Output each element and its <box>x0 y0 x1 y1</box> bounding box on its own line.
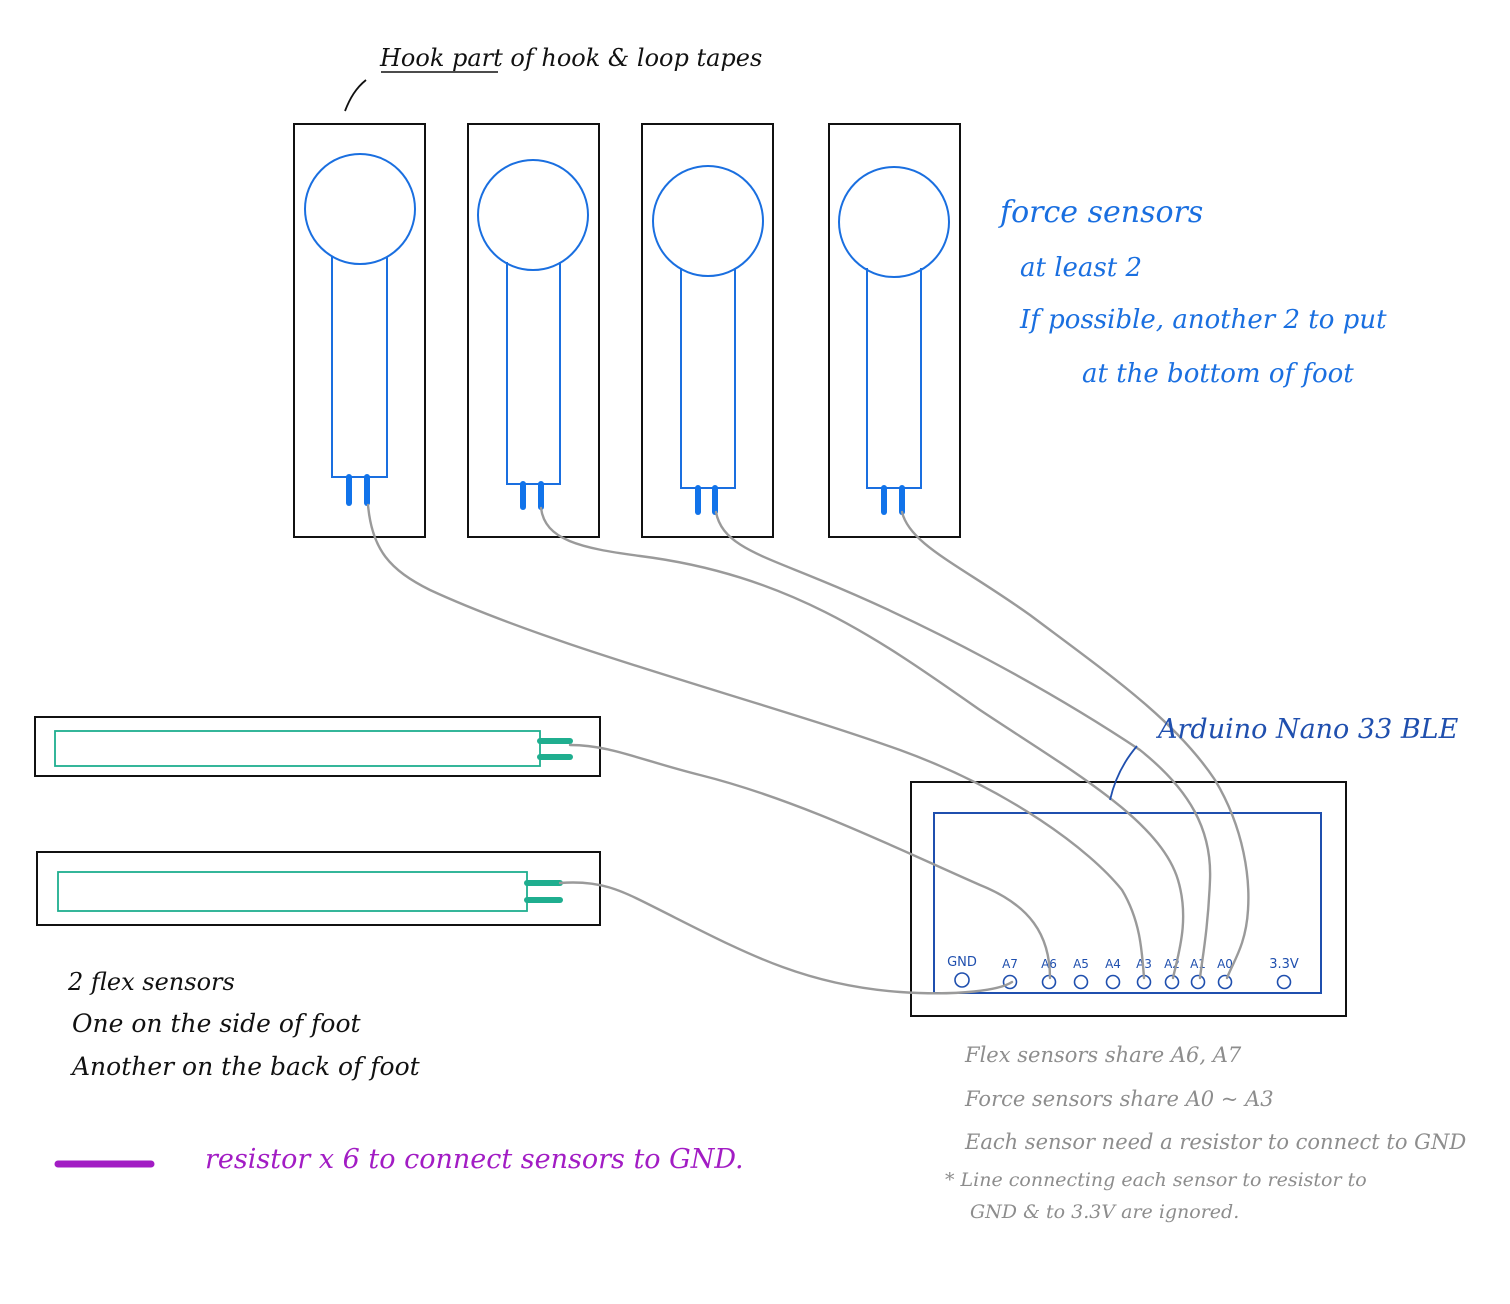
flex-sensors-note-3: Another on the back of foot <box>70 1052 421 1081</box>
pin-gnd-hole <box>954 972 970 988</box>
force-sensor-2 <box>467 123 600 538</box>
force-sensor-1-tail <box>331 257 388 478</box>
wiring-note-3: Each sensor need a resistor to connect t… <box>964 1130 1466 1154</box>
force-sensor-3-pad <box>652 165 764 277</box>
force-sensor-3-tape <box>641 123 774 538</box>
force-sensor-3-tail <box>680 268 736 489</box>
wiring-note-5: GND & to 3.3V are ignored. <box>970 1201 1239 1223</box>
force-sensor-4 <box>828 123 961 538</box>
pin-header <box>954 972 1292 990</box>
force-sensor-2-tail <box>506 262 561 485</box>
force-sensor-1-pad <box>304 153 416 265</box>
force-sensor-4-pad <box>838 166 950 278</box>
wiring-note-2: Force sensors share A0 ~ A3 <box>964 1087 1274 1111</box>
pin-a1-hole <box>1190 974 1206 990</box>
arduino-board-inner <box>933 812 1322 994</box>
flex-sensors-note-1: 2 flex sensors <box>67 968 235 996</box>
wire-force-4-to-a0 <box>900 510 1250 980</box>
pin-a4-label: A4 <box>1105 957 1121 971</box>
force-sensor-4-tail <box>866 268 922 489</box>
pin-a2-hole <box>1164 974 1180 990</box>
wire-force-2-to-a2 <box>539 506 1185 980</box>
force-sensors-note-3: at the bottom of foot <box>1082 359 1354 389</box>
pin-a4-hole <box>1105 974 1121 990</box>
flex-sensor-2-tape <box>36 851 601 926</box>
force-sensors-note-2: If possible, another 2 to put <box>1019 305 1387 335</box>
force-sensors-title: force sensors <box>998 195 1203 230</box>
pin-a0-hole <box>1217 974 1233 990</box>
wiring-note-4: * Line connecting each sensor to resisto… <box>945 1169 1367 1191</box>
hook-tape-label: Hook part of hook & loop tapes <box>379 44 762 72</box>
force-sensor-1-tape <box>293 123 426 538</box>
force-sensor-3 <box>641 123 774 538</box>
flex-sensor-1-tape <box>34 716 601 777</box>
force-sensor-4-tape <box>828 123 961 538</box>
resistor-legend-label: resistor x 6 to connect sensors to GND. <box>205 1144 744 1175</box>
flex-sensor-1 <box>34 716 601 777</box>
pin-33v-label: 3.3V <box>1269 957 1299 972</box>
arduino-board-outer <box>910 781 1347 1017</box>
wires <box>366 503 1250 995</box>
flex-sensor-2 <box>36 851 601 926</box>
pin-33v-hole <box>1276 974 1292 990</box>
force-sensor-2-tape <box>467 123 600 538</box>
wire-flex-2-to-a7 <box>558 881 1014 995</box>
board-title: Arduino Nano 33 BLE <box>1155 714 1459 745</box>
force-sensor-1 <box>293 123 426 538</box>
flex-sensor-1-strip <box>54 730 541 767</box>
wire-force-1-to-a3 <box>366 503 1146 980</box>
force-sensor-2-pad <box>477 159 589 271</box>
pin-a5-label: A5 <box>1073 957 1089 971</box>
force-sensors-note-1: at least 2 <box>1020 253 1142 283</box>
hook-tape-pointer <box>344 79 367 112</box>
pin-a5-hole <box>1073 974 1089 990</box>
flex-sensors-note-2: One on the side of foot <box>72 1009 362 1038</box>
pin-a7-label: A7 <box>1002 957 1018 971</box>
wiring-note-1: Flex sensors share A6, A7 <box>964 1043 1242 1067</box>
wire-force-3-to-a1 <box>714 510 1212 980</box>
pin-a0-label: A0 <box>1217 957 1233 971</box>
wire-flex-1-to-a6 <box>568 743 1052 980</box>
flex-sensor-2-strip <box>57 871 528 912</box>
pin-a7-hole <box>1002 974 1018 990</box>
board-pointer <box>1109 745 1138 801</box>
pin-gnd-label: GND <box>947 955 977 970</box>
